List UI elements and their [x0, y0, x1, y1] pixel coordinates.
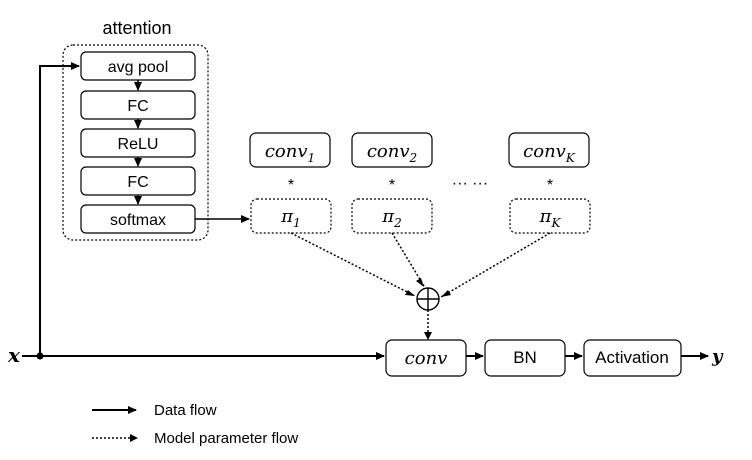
param-arrowhead-1	[405, 290, 415, 296]
multiply-symbol-2: *	[389, 177, 395, 194]
conv-kernel-label: convK	[523, 141, 576, 165]
param-arrowhead-k	[441, 290, 451, 297]
attention-block-fc-1: FC	[80, 90, 196, 120]
param-arrow-2	[391, 232, 425, 287]
multiply-symbol-1: *	[288, 177, 294, 194]
attention-block-label: FC	[127, 98, 148, 115]
conv-kernel-label: conv1	[265, 141, 315, 165]
attention-block-avg-pool: avg pool	[80, 51, 196, 81]
attention-block-fc-2: FC	[80, 166, 196, 196]
attention-block-label: softmax	[110, 212, 166, 229]
legend-data-flow: Data flow	[154, 402, 217, 419]
legend-param-flow: Model parameter flow	[154, 430, 298, 447]
pi-box-2: π2	[351, 198, 433, 234]
pi-label: π2	[381, 206, 401, 230]
pi-box-k: πK	[509, 198, 591, 234]
ellipsis: ··· ···	[452, 175, 488, 192]
param-arrow-k	[440, 232, 551, 298]
activation-box-label: Activation	[595, 348, 669, 367]
pi-label: πK	[539, 206, 562, 230]
input-x-label: x	[7, 343, 21, 367]
conv-kernel-label: conv2	[367, 141, 417, 165]
pi-label: π1	[280, 206, 300, 230]
multiply-symbol-k: *	[547, 177, 553, 194]
activation-box: Activation	[583, 339, 682, 377]
conv-kernel-1: conv1	[249, 132, 331, 168]
output-y-label: y	[711, 346, 724, 367]
bn-box-label: BN	[513, 348, 537, 367]
attention-block-relu: ReLU	[80, 128, 196, 158]
conv-kernel-2: conv2	[351, 132, 433, 168]
bn-box: BN	[484, 339, 566, 377]
conv-box-label: conv	[405, 348, 448, 369]
legend: Data flow Model parameter flow	[92, 402, 298, 447]
attention-block-label: avg pool	[108, 59, 169, 76]
input-to-attention-line	[39, 62, 80, 356]
sum-node	[416, 287, 440, 311]
attention-group-box	[62, 44, 209, 241]
attention-block-label: ReLU	[118, 136, 159, 153]
pi-box-1: π1	[250, 198, 332, 234]
attention-block-label: FC	[127, 174, 148, 191]
param-arrowhead-2	[416, 278, 424, 287]
attention-title: attention	[102, 18, 171, 38]
param-arrow-1	[290, 232, 416, 297]
conv-box: conv	[385, 339, 467, 377]
param-arrowhead-sum-conv	[424, 332, 432, 340]
conv-kernel-k: convK	[508, 132, 590, 168]
attention-block-softmax: softmax	[80, 204, 196, 234]
legend-dotted-arrowhead	[130, 434, 138, 442]
